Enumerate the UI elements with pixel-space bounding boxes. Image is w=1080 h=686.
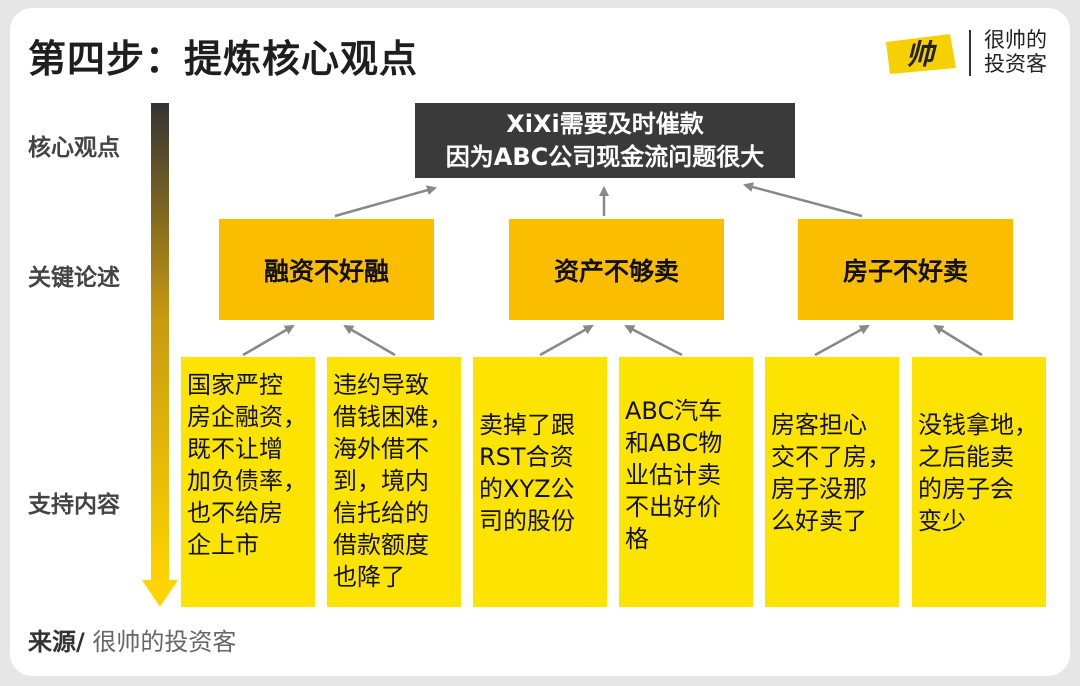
core-point-line1: XiXi需要及时催款	[506, 109, 704, 138]
level-label-arguments: 关键论述	[28, 265, 120, 291]
argument-box-assets: 资产不够卖	[509, 219, 724, 320]
core-point-box: XiXi需要及时催款 因为ABC公司现金流问题很大	[415, 103, 795, 178]
support-box-5: 房客担心 交不了房， 房子没那 么好卖了	[765, 357, 899, 607]
level-label-core: 核心观点	[28, 135, 120, 161]
source-name: 很帅的投资客	[92, 628, 237, 656]
argument-box-financing: 融资不好融	[219, 219, 434, 320]
argument-box-housing: 房子不好卖	[798, 219, 1013, 320]
brand-name: 很帅的 投资客	[984, 28, 1064, 76]
core-point-line2: 因为ABC公司现金流问题很大	[445, 142, 765, 171]
support-box-4: ABC汽车 和ABC物 业估计卖 不出好价 格	[619, 357, 753, 607]
support-box-6: 没钱拿地， 之后能卖 的房子会 变少	[912, 357, 1046, 607]
page-title: 第四步：提炼核心观点	[28, 37, 419, 81]
source-note: 来源/ 很帅的投资客	[28, 622, 236, 657]
source-label: 来源/	[28, 628, 85, 656]
support-box-2: 违约导致 借钱困难， 海外借不 到，境内 信托给的 借款额度 也降了	[327, 357, 461, 607]
brand-name-line1: 很帅的	[984, 28, 1047, 52]
support-box-1: 国家严控 房企融资， 既不让增 加负债率， 也不给房 企上市	[181, 357, 315, 607]
level-label-support: 支持内容	[28, 492, 120, 518]
brand-divider	[969, 30, 971, 76]
svg-text:帅: 帅	[906, 38, 938, 71]
support-box-3: 卖掉了跟 RST合资 的XYZ公 司的股份	[473, 357, 607, 607]
brand-logo-icon: 帅	[886, 34, 956, 74]
brand-name-line2: 投资客	[984, 52, 1047, 76]
